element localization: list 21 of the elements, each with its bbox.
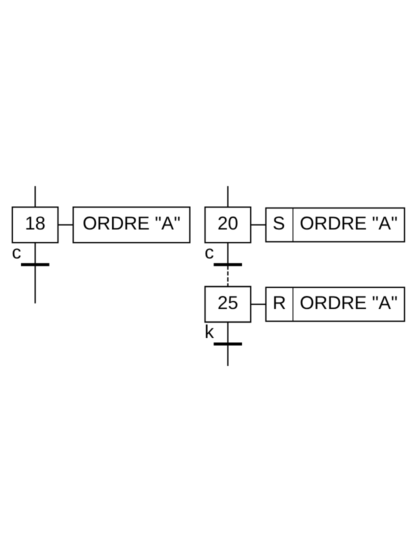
- connector: [34, 242, 36, 264]
- node-box: 20: [204, 206, 252, 243]
- node-bar: [214, 262, 242, 266]
- node-bar: [214, 342, 242, 346]
- node-box: 25: [204, 285, 252, 322]
- connector: [58, 224, 74, 225]
- connector: [250, 303, 266, 304]
- node-label: k: [204, 320, 214, 342]
- node-label: c: [204, 240, 214, 262]
- connector: [250, 224, 266, 225]
- connector: [227, 242, 228, 264]
- connector: [34, 265, 36, 303]
- connector: [34, 186, 36, 206]
- connector: [227, 265, 228, 286]
- connector: [227, 186, 228, 206]
- node-box: 18: [12, 206, 59, 243]
- node-box: ORDRE "A": [72, 206, 190, 243]
- node-label: c: [12, 240, 22, 262]
- node-bar: [21, 262, 50, 266]
- connector: [227, 322, 228, 343]
- connector: [227, 344, 228, 366]
